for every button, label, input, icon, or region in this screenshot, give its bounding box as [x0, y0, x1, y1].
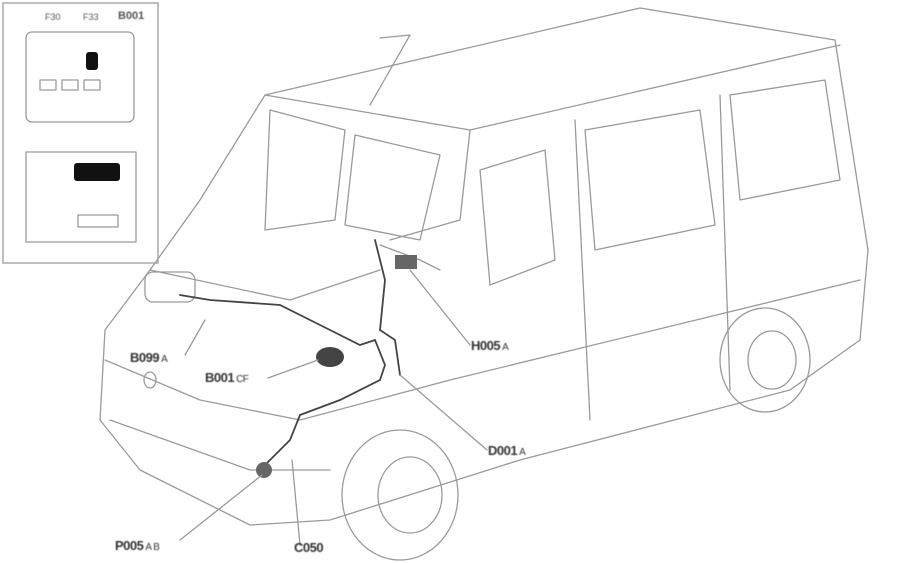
callout-code: B001	[205, 370, 235, 385]
callout-code: C050	[294, 540, 324, 555]
callout-code: D001	[488, 443, 518, 458]
callout-suffix: A B	[145, 542, 160, 553]
callout-c050: C050	[294, 540, 324, 555]
callout-suffix: A	[502, 342, 509, 353]
rear-wheel	[719, 307, 811, 413]
callout-code: H005	[471, 338, 501, 353]
leader-lines	[179, 269, 488, 546]
callout-suffix: CF	[236, 374, 249, 385]
inset-label-b001: B001	[118, 10, 145, 22]
callout-suffix: A	[519, 447, 526, 458]
front-wheel	[341, 429, 459, 561]
inset-label-f33: F33	[83, 12, 99, 22]
callout-suffix: A	[161, 354, 168, 365]
inset-label-f30: F30	[45, 12, 61, 22]
wiring-harness	[179, 239, 417, 478]
callout-code: B099	[130, 350, 160, 365]
van-body	[99, 7, 869, 526]
callout-code: P005	[115, 538, 144, 553]
fuse-box-inset	[2, 2, 159, 264]
